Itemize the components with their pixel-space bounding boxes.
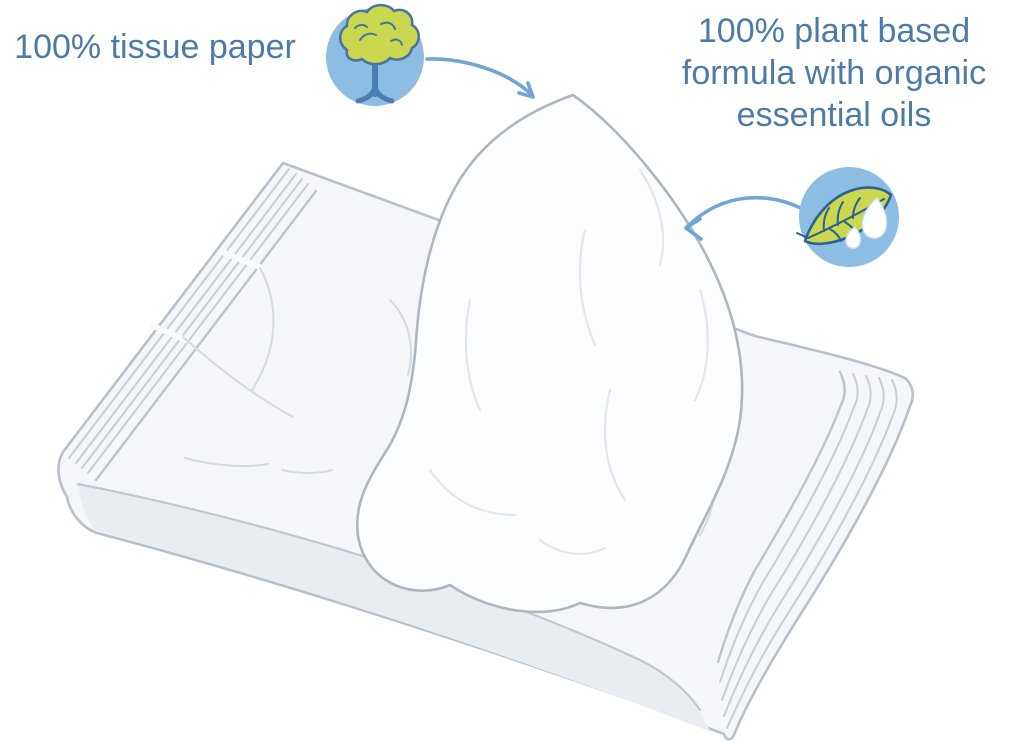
tree-root-right: [372, 84, 395, 104]
wipe-sheet: [355, 93, 744, 614]
label-plant-formula-line1: 100% plant based: [697, 12, 971, 50]
arrow-plant-formula: [684, 195, 808, 241]
water-drop-small: [845, 226, 862, 249]
label-tissue-paper: 100% tissue paper: [14, 28, 296, 66]
tree-icon: [326, 3, 424, 106]
wipe-creases: [428, 168, 709, 555]
arrowhead-icon: [517, 81, 535, 99]
package-right-pleats: [716, 370, 898, 729]
label-plant-formula-line3: essential oils: [736, 96, 932, 134]
wipe-outline: [355, 93, 744, 614]
tree-foliage-detail: [354, 21, 403, 46]
tree-foliage: [338, 3, 421, 66]
label-plant-formula: 100% plant based formula with organic es…: [648, 10, 1020, 136]
water-drop-large: [861, 196, 888, 239]
leaf-with-water-drops-icon: [796, 167, 899, 267]
water-drops-icon: [845, 196, 888, 249]
arrow-tissue-paper: [425, 57, 535, 99]
label-plant-formula-line2: formula with organic: [681, 54, 987, 92]
arrowhead-icon: [684, 217, 703, 241]
package-left-pleats: [68, 168, 318, 482]
package-side-face: [78, 484, 711, 732]
